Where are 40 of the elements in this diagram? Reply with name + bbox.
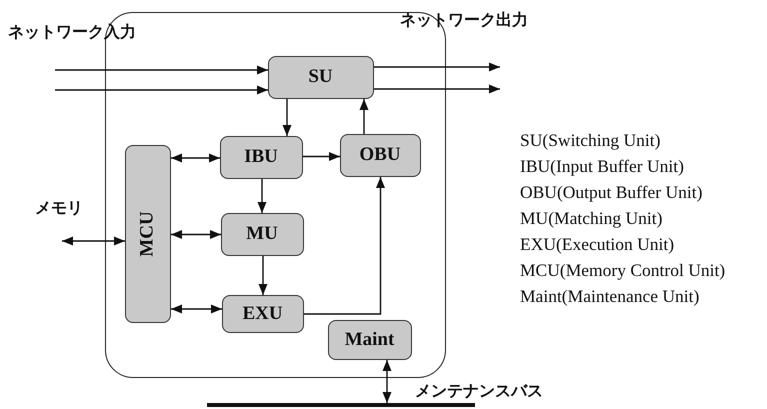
arrow bbox=[374, 84, 500, 94]
arrow bbox=[258, 179, 266, 213]
arrow bbox=[55, 66, 268, 74]
unit-label: MCU bbox=[136, 210, 158, 256]
arrow bbox=[258, 256, 268, 295]
text-label: メンテナンスバス bbox=[415, 381, 543, 402]
unit-box bbox=[268, 56, 374, 98]
arrow bbox=[55, 86, 268, 94]
arrow bbox=[171, 230, 221, 239]
arrow bbox=[171, 304, 222, 314]
unit-label: OBU bbox=[359, 144, 401, 166]
text-label: IBU(Input Buffer Unit) bbox=[520, 156, 684, 177]
unit-label: SU bbox=[308, 66, 333, 88]
text-label: ネットワーク出力 bbox=[400, 10, 528, 31]
arrow bbox=[374, 62, 500, 72]
arrow bbox=[382, 360, 392, 403]
unit-box bbox=[328, 320, 412, 360]
unit-box bbox=[222, 294, 304, 332]
arrow bbox=[360, 99, 368, 134]
text-label: SU(Switching Unit) bbox=[520, 130, 660, 151]
unit-label: MU bbox=[246, 223, 278, 245]
text-label: メモリ bbox=[35, 198, 83, 219]
unit-box bbox=[340, 134, 420, 176]
unit-box bbox=[124, 144, 170, 322]
unit-box bbox=[220, 212, 304, 256]
arrow bbox=[282, 99, 292, 136]
text-label: OBU(Output Buffer Unit) bbox=[520, 182, 702, 203]
unit-box bbox=[220, 136, 302, 178]
unit-label: IBU bbox=[244, 146, 278, 168]
text-label: MCU(Memory Control Unit) bbox=[520, 260, 726, 281]
arrow bbox=[304, 177, 385, 315]
arrow bbox=[62, 236, 125, 246]
unit-label: EXU bbox=[242, 302, 283, 324]
chip-outline bbox=[105, 12, 446, 378]
text-label: MU(Matching Unit) bbox=[520, 208, 662, 229]
arrow bbox=[303, 152, 340, 161]
text-label: Maint(Maintenance Unit) bbox=[520, 286, 700, 307]
arrow bbox=[171, 154, 220, 162]
text-label: EXU(Execution Unit) bbox=[520, 234, 674, 255]
unit-label: Maint bbox=[344, 328, 394, 350]
